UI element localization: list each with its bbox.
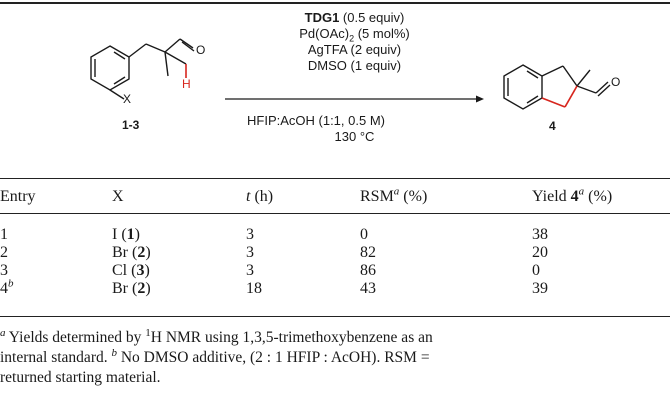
header-rsm: RSMa (%) xyxy=(360,185,428,205)
cell-rsm: 43 xyxy=(360,280,376,297)
header-yield: Yield 4a (%) xyxy=(532,185,613,205)
table-footnotes: a Yields determined by 1H NMR using 1,3,… xyxy=(0,326,670,388)
footnote-line-3: returned starting material. xyxy=(0,369,161,386)
table-row: 1 I (1) 3 0 38 xyxy=(0,226,670,244)
condition-temperature: 130 °C xyxy=(334,129,375,144)
cell-time: 3 xyxy=(246,262,254,279)
condition-catalyst: TDG1 (0.5 equiv) xyxy=(304,10,405,25)
cell-time: 3 xyxy=(246,226,254,243)
cell-yield: 38 xyxy=(532,226,548,243)
reactant-label: 1-3 xyxy=(122,118,140,132)
table-row: 3 Cl (3) 3 86 0 xyxy=(0,262,670,280)
cell-x: Cl (3) xyxy=(112,262,150,279)
table-row: 2 Br (2) 3 82 20 xyxy=(0,244,670,262)
reactant-benzene-ring xyxy=(90,45,130,91)
condition-solvent: HFIP:AcOH (1:1, 0.5 M) xyxy=(247,113,385,128)
cell-x: Br (2) xyxy=(112,280,151,297)
footnote-line-2: internal standard. b No DMSO additive, (… xyxy=(0,346,430,366)
condition-palladium: Pd(OAc)2 (5 mol%) xyxy=(299,26,410,44)
product-structure xyxy=(503,64,611,110)
table-bottom-rule xyxy=(0,316,670,317)
product-benzene-ring xyxy=(503,64,543,110)
reactant-h-atom: H xyxy=(182,77,191,91)
cell-yield: 0 xyxy=(532,262,540,279)
cell-entry: 4b xyxy=(0,277,14,297)
reactant-o-atom: O xyxy=(196,43,206,57)
cell-x: I (1) xyxy=(112,226,140,243)
reaction-arrow-head xyxy=(476,95,484,103)
cell-rsm: 0 xyxy=(360,226,368,243)
cell-entry: 2 xyxy=(0,244,8,261)
reactant-structure xyxy=(90,38,195,100)
footnote-line-1: a Yields determined by 1H NMR using 1,3,… xyxy=(0,326,433,346)
reactant-ch-bond xyxy=(164,51,187,65)
header-top-rule xyxy=(0,178,670,179)
cell-yield: 20 xyxy=(532,244,548,261)
reactant-x-atom: X xyxy=(123,92,132,106)
cell-entry: 3 xyxy=(0,262,8,279)
header-x: X xyxy=(112,188,124,205)
conditions-above: TDG1 (0.5 equiv) Pd(OAc)2 (5 mol%) AgTFA… xyxy=(225,10,484,74)
cell-time: 18 xyxy=(246,280,262,297)
cell-rsm: 82 xyxy=(360,244,376,261)
header-bottom-rule xyxy=(0,213,670,214)
product-o-atom: O xyxy=(611,75,621,89)
condition-dmso: DMSO (1 equiv) xyxy=(307,58,402,73)
conditions-below: HFIP:AcOH (1:1, 0.5 M) 130 °C xyxy=(225,113,484,145)
cell-entry: 1 xyxy=(0,226,8,243)
header-entry: Entry xyxy=(0,188,36,205)
table-row: 4b Br (2) 18 43 39 xyxy=(0,277,670,298)
cell-x: Br (2) xyxy=(112,244,151,261)
product-label: 4 xyxy=(549,119,556,133)
condition-silver: AgTFA (2 equiv) xyxy=(307,42,402,57)
header-time: t (h) xyxy=(246,188,274,205)
cell-rsm: 86 xyxy=(360,262,376,279)
reaction-scheme xyxy=(90,38,611,110)
cell-time: 3 xyxy=(246,244,254,261)
cell-yield: 39 xyxy=(532,280,548,297)
product-new-cc-bond-1 xyxy=(564,85,578,108)
top-rule xyxy=(0,2,670,4)
results-table: Entry X t (h) RSMa (%) Yield 4a (%) 1 I … xyxy=(0,184,670,298)
product-new-cc-bond-2 xyxy=(541,97,566,108)
table-header-row: Entry X t (h) RSMa (%) Yield 4a (%) xyxy=(0,184,670,226)
